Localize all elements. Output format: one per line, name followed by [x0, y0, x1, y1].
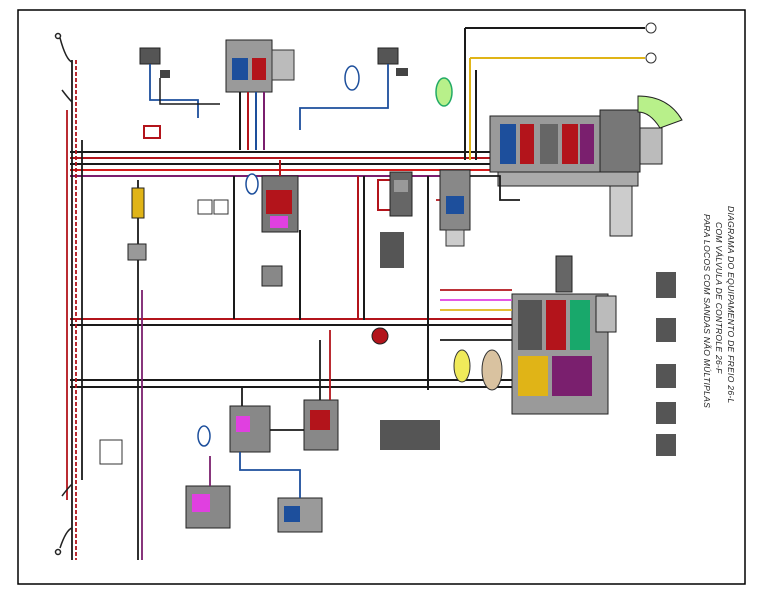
left-gauge-panel — [99, 439, 123, 465]
brake-cylinder-group — [185, 399, 339, 533]
terminal-block — [380, 232, 676, 456]
relay-valve-top-left — [143, 125, 161, 139]
control-valve-stack — [261, 160, 299, 233]
gauge-icon — [645, 22, 657, 34]
sheet-border — [17, 9, 746, 585]
gauge-feed-pipes — [464, 27, 645, 160]
gauge-icon — [645, 52, 657, 64]
reservoir-icon — [435, 77, 453, 107]
reservoir-icon — [245, 173, 259, 195]
cut-out-cock-icon — [299, 47, 408, 130]
automatic-brake-valve — [225, 39, 295, 150]
distributing-valve-assembly — [489, 95, 683, 237]
dead-man-valve — [389, 171, 413, 217]
reservoir-icon — [453, 349, 471, 383]
valve-icon — [371, 327, 389, 345]
reservoir-icon — [197, 425, 211, 447]
control-valve-26f — [511, 255, 617, 415]
left-train-lines — [66, 60, 143, 560]
reservoir-icon — [344, 65, 360, 91]
hose-coupling-icon — [54, 32, 73, 556]
cut-out-cock-icon — [139, 47, 220, 118]
left-column-components — [127, 187, 283, 287]
main-pipe-bundle — [70, 151, 560, 388]
p2a-valve — [439, 169, 471, 247]
lower-pipes — [209, 330, 331, 498]
reservoir-icon — [481, 349, 503, 391]
control-valve-feeds — [440, 289, 512, 341]
diagram-title-line2: COM VÁLVULA DE CONTROLE 26-F — [714, 222, 724, 374]
diagram-title-line1: DIAGRAMA DO EQUIPAMENTO DE FREIO 26-L — [726, 206, 736, 404]
diagram-title-line3: PARA LOCOS COM SANDAS NÃO MÚLTIPLAS — [702, 214, 712, 409]
